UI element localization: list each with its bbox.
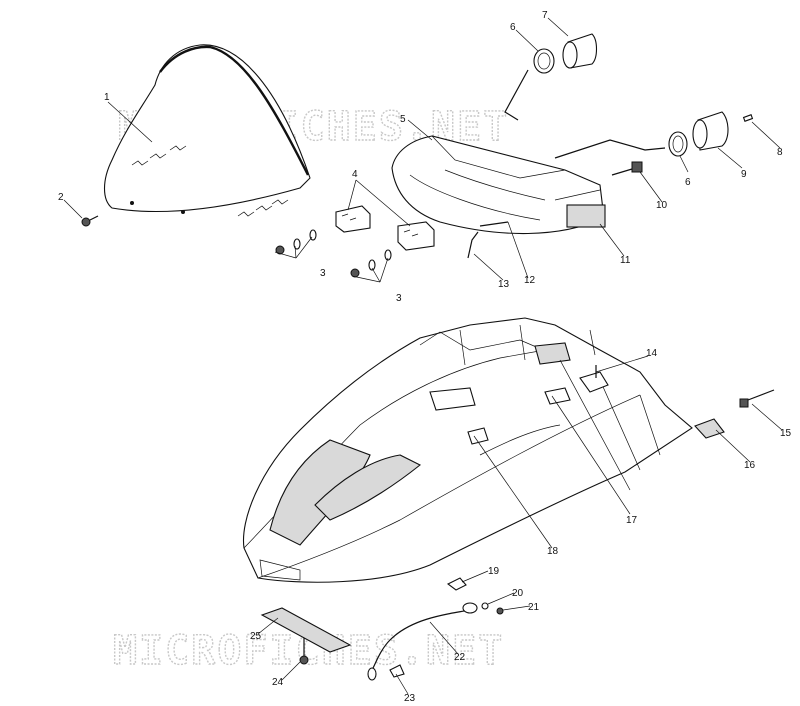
callout-3: 3: [320, 268, 326, 279]
mounting-bracket-upper: [335, 205, 371, 233]
callout-19: 19: [488, 566, 500, 577]
callout-7: 7: [542, 10, 548, 21]
callout-2: 2: [58, 192, 64, 203]
windshield: [103, 44, 311, 217]
callout-6b: 6: [685, 177, 691, 188]
nut-washer-set-lower: [350, 249, 392, 278]
callout-11: 11: [620, 255, 631, 266]
harness-13: [467, 231, 479, 259]
nut-21: [496, 607, 504, 615]
bracket-16: [694, 418, 725, 439]
leader-lines: [63, 17, 783, 695]
gauge-upper: [562, 33, 598, 69]
bulb: [742, 114, 754, 122]
callout-22: 22: [454, 652, 466, 663]
callout-12: 12: [524, 275, 536, 286]
nut-washer-set-upper: [275, 229, 317, 255]
callout-15: 15: [780, 428, 792, 439]
cable-22: [367, 602, 478, 681]
clip-15: [739, 389, 775, 408]
screw-12: [479, 221, 509, 227]
gauge-ring-upper: [533, 48, 555, 74]
switch: [611, 161, 643, 176]
callout-5: 5: [400, 114, 406, 125]
callout-10: 10: [656, 200, 668, 211]
gauge-right: [692, 111, 729, 151]
hood: [242, 317, 693, 583]
gauge-wire-right: [554, 139, 666, 159]
dash-console: [391, 135, 606, 235]
callout-13: 13: [498, 279, 510, 290]
callout-8: 8: [777, 147, 783, 158]
screw-24: [299, 638, 309, 665]
callout-14: 14: [646, 348, 658, 359]
callout-25: 25: [250, 631, 262, 642]
callout-16: 16: [744, 460, 756, 471]
callout-4: 4: [352, 169, 358, 180]
mounting-bracket-lower: [397, 221, 435, 251]
gauge-ring-right: [668, 131, 688, 157]
gauge-wire-upper: [504, 69, 529, 121]
callout-20: 20: [512, 588, 524, 599]
callout-21: 21: [528, 602, 540, 613]
callout-23: 23: [404, 693, 416, 704]
plate-25: [260, 607, 352, 653]
callout-labels: 1 2 3 3 4 5 6 6 7 8 9 10 11 12 13 14 15 …: [58, 10, 792, 704]
windshield-screw: [81, 215, 99, 227]
clip-19: [446, 577, 467, 591]
clip-23: [389, 664, 405, 678]
callout-24: 24: [272, 677, 284, 688]
callout-18: 18: [547, 546, 559, 557]
callout-9: 9: [741, 169, 747, 180]
callout-1: 1: [104, 92, 110, 103]
callout-3b: 3: [396, 293, 402, 304]
grommet-20: [481, 602, 489, 610]
callout-6: 6: [510, 22, 516, 33]
callout-17: 17: [626, 515, 638, 526]
